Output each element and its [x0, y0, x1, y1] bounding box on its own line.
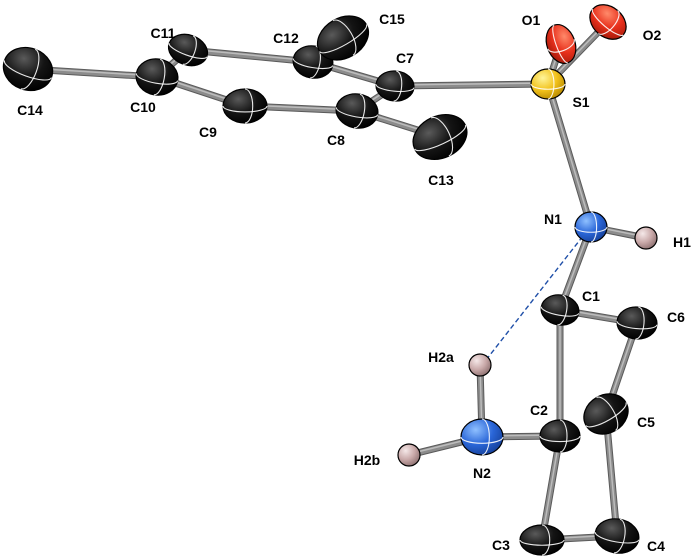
- atom-C6: [616, 306, 658, 340]
- atom-label-C9: C9: [199, 124, 217, 140]
- atom-C5: [583, 393, 629, 435]
- atom-label-H2a: H2a: [428, 349, 454, 365]
- atom-H2b: [397, 443, 421, 467]
- atom-C14: [2, 46, 54, 92]
- atom-label-O2: O2: [643, 27, 662, 43]
- atom-N2: [460, 418, 504, 456]
- atom-label-C7: C7: [396, 50, 414, 66]
- atom-label-C15: C15: [379, 11, 405, 27]
- atom-label-C11: C11: [151, 25, 176, 41]
- bond-S1-N1: [544, 80, 595, 231]
- atom-C8: [335, 93, 379, 129]
- atom-C15: [316, 15, 370, 61]
- atom-C7: [375, 70, 415, 102]
- bond-C7-S1: [391, 80, 552, 90]
- atom-label-C4: C4: [647, 538, 665, 554]
- atom-label-C5: C5: [637, 414, 655, 430]
- atom-H1: [634, 226, 658, 250]
- atom-C13: [412, 113, 468, 161]
- atom-O1: [545, 24, 577, 64]
- atom-label-C14: C14: [17, 102, 43, 118]
- bond-C11-C12: [184, 46, 317, 66]
- atom-C3: [519, 524, 565, 556]
- atom-label-H2b: H2b: [354, 452, 380, 468]
- atom-label-H1: H1: [673, 234, 691, 250]
- atom-C4: [594, 518, 640, 554]
- atom-N1: [574, 211, 608, 243]
- atom-S1: [530, 68, 566, 100]
- atom-O2: [589, 4, 627, 40]
- atom-label-N2: N2: [473, 465, 491, 481]
- atom-label-C2: C2: [530, 402, 548, 418]
- atom-C9: [222, 88, 268, 124]
- atom-label-O1: O1: [522, 12, 541, 28]
- atom-label-N1: N1: [544, 211, 562, 227]
- atom-label-C3: C3: [492, 537, 510, 553]
- atom-H2a: [468, 353, 492, 377]
- atom-label-C12: C12: [273, 30, 299, 46]
- atom-label-C1: C1: [582, 288, 600, 304]
- atom-label-C8: C8: [327, 132, 345, 148]
- atom-label-C6: C6: [667, 309, 685, 325]
- atom-C2: [539, 419, 581, 453]
- atom-label-C13: C13: [428, 172, 454, 188]
- atom-label-S1: S1: [572, 94, 589, 110]
- atom-label-C10: C10: [130, 99, 156, 115]
- atom-C10: [135, 58, 179, 96]
- hbond-H2a-N1: [485, 235, 584, 361]
- atom-C11: [167, 33, 209, 67]
- atom-C1: [540, 294, 580, 326]
